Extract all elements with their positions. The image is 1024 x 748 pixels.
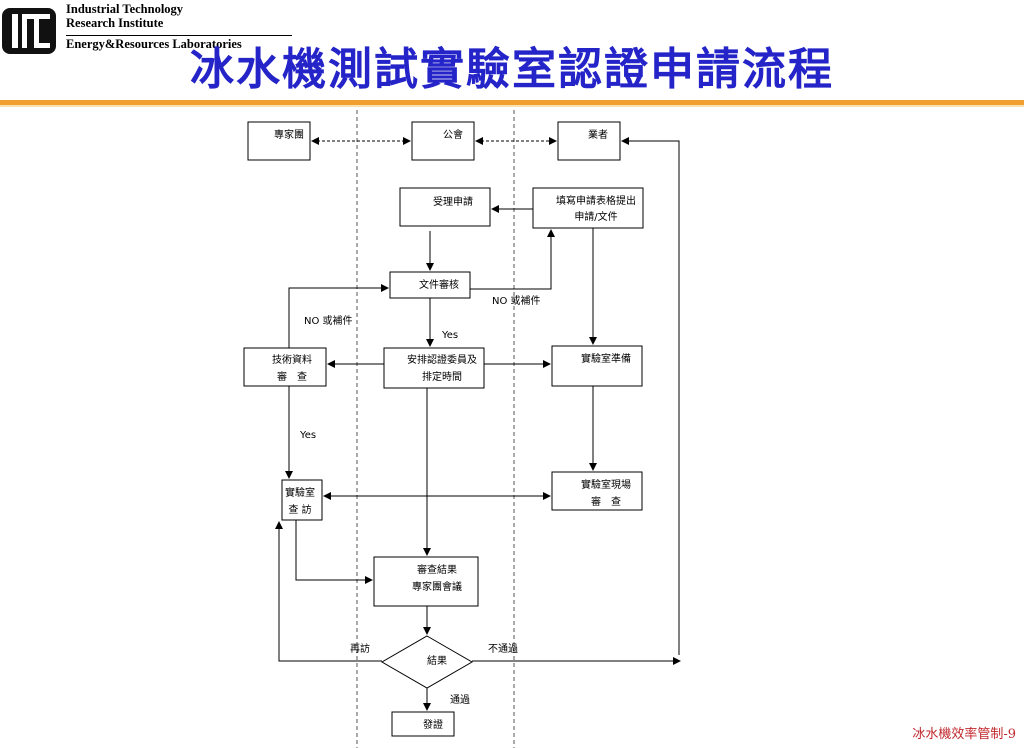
label-certificate: 發證 — [423, 718, 443, 731]
edge-label-fail: 不通過 — [488, 643, 518, 655]
org-name-line1: Industrial Technology — [66, 2, 184, 16]
box-result-meeting — [373, 556, 479, 607]
box-document-review — [389, 271, 471, 299]
edge-label-pass: 通過 — [450, 694, 470, 706]
label-tech-review-line2: 審 查 — [277, 370, 307, 383]
box-lab-visit — [281, 479, 323, 521]
itri-logo — [2, 8, 56, 54]
org-name-line3: Energy&Resources Laboratories — [66, 37, 242, 51]
label-arrange-line2: 排定時間 — [422, 370, 462, 383]
arrow-visit-to-meeting — [295, 520, 373, 584]
label-result-meeting-line1: 審查結果 — [417, 563, 457, 576]
edge-label-no-supplement-tech: NO 或補件 — [304, 314, 353, 327]
lane-header-expert — [247, 121, 311, 161]
box-arrange-committee — [383, 347, 485, 389]
label-fill-form-line1: 填寫申請表格提出 — [556, 194, 636, 207]
label-onsite-review-line1: 實驗室現場 — [581, 478, 631, 491]
arrow-fail-to-vendor — [621, 137, 680, 655]
box-lab-preparation — [551, 345, 643, 387]
lane-header-vendor — [557, 121, 621, 161]
label-decision: 結果 — [427, 654, 447, 667]
arrow-review-no-to-vendor — [470, 229, 555, 290]
title-underline-band-light — [0, 105, 1024, 107]
org-name-line2: Research Institute — [66, 16, 164, 30]
box-certificate — [391, 711, 455, 737]
arrow-decision-revisit — [275, 521, 382, 662]
edge-label-yes-review: Yes — [441, 330, 458, 341]
label-accept-application: 受理申請 — [433, 195, 473, 208]
label-lab-visit-line2: 查 訪 — [288, 503, 311, 516]
box-accept-application — [399, 187, 491, 227]
edge-label-yes-tech: Yes — [299, 430, 316, 441]
label-lab-visit-line1: 實驗室 — [285, 486, 315, 499]
label-arrange-line1: 安排認證委員及 — [407, 353, 477, 366]
label-tech-review-line1: 技術資料 — [272, 353, 312, 366]
label-onsite-review-line2: 審 查 — [591, 495, 621, 508]
org-divider — [66, 35, 292, 36]
edge-label-revisit: 再訪 — [350, 642, 370, 655]
page-title: 冰水機測試實驗室認證申請流程 — [190, 44, 834, 95]
lane-header-association — [411, 121, 475, 161]
arrow-tech-review-no-to-review — [288, 284, 389, 348]
label-fill-form-line2: 申請/文件 — [574, 210, 617, 223]
lane-label-association: 公會 — [443, 128, 463, 141]
label-lab-preparation: 實驗室準備 — [581, 352, 631, 365]
lane-label-vendor: 業者 — [588, 128, 608, 141]
box-technical-review — [243, 347, 327, 387]
lane-label-expert: 專家團 — [274, 128, 304, 141]
title-underline-band — [0, 100, 1024, 105]
page-footer-label: 冰水機效率管制-9 — [912, 727, 1016, 742]
label-result-meeting-line2: 專家團會議 — [412, 580, 462, 593]
edge-label-no-supplement-review: NO 或補件 — [492, 294, 541, 307]
label-document-review: 文件審核 — [419, 278, 459, 291]
box-fill-application-form — [532, 187, 644, 229]
box-onsite-review — [551, 471, 643, 511]
